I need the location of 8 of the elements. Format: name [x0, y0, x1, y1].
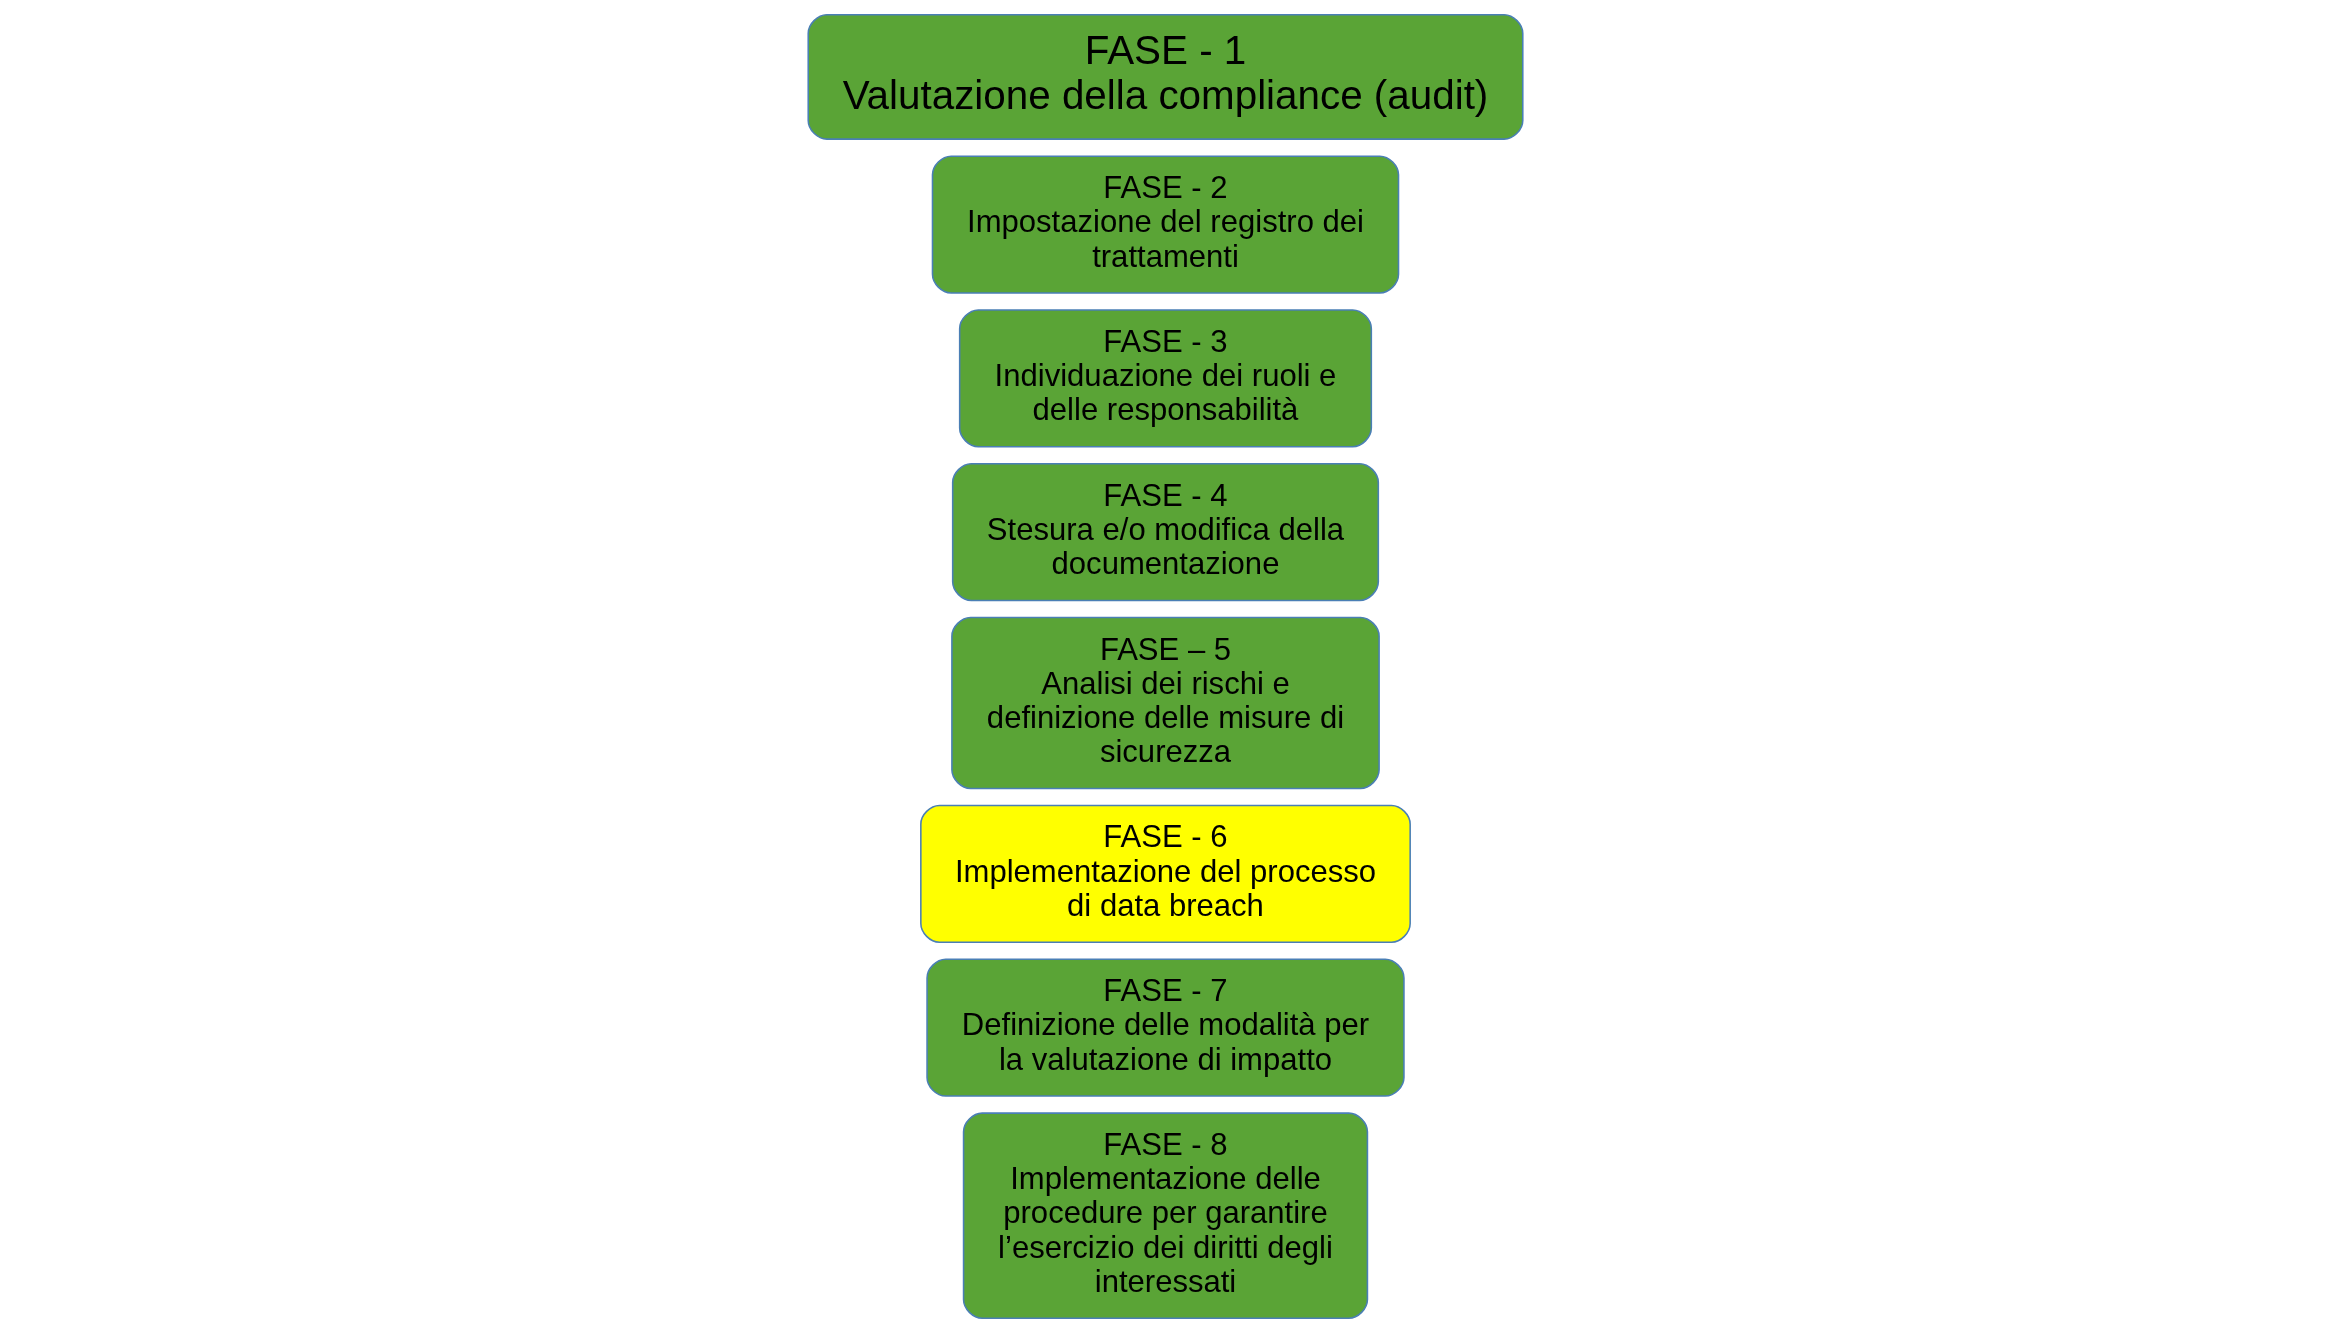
- node-box: FASE - 7 Definizione delle modalità per la valutazione di impatto: [926, 958, 1405, 1097]
- node-box: FASE - 2 Impostazione del registro dei trattamenti: [931, 155, 1400, 294]
- node-box: FASE - 1 Valutazione della compliance (audit): [807, 14, 1524, 140]
- node-box: FASE - 4 Stesura e/o modifica della documentazione: [951, 463, 1380, 602]
- node-box: FASE - 8 Implementazione delle procedure per garantire l’esercizio dei diritti degli interessati: [962, 1112, 1369, 1319]
- node-box: FASE - 3 Individuazione dei ruoli e delle responsabilità: [958, 309, 1373, 448]
- node-box: FASE – 5 Analisi dei rischi e definizione delle misure di sicurezza: [951, 616, 1380, 790]
- node-box: FASE - 6 Implementazione del processo di data breach: [920, 804, 1411, 943]
